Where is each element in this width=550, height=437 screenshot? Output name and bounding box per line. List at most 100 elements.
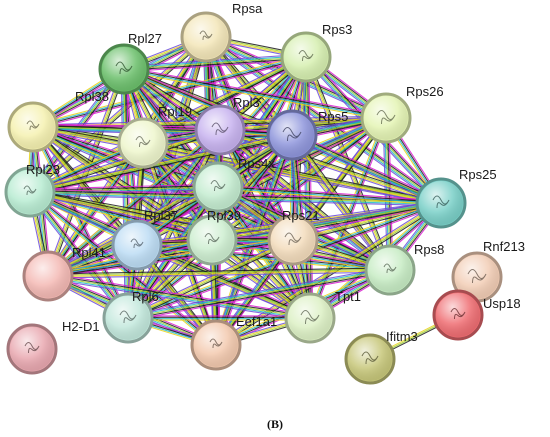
node-Rpl37[interactable]: Rpl37 bbox=[111, 208, 178, 271]
node-Rps4x[interactable]: Rps4x bbox=[192, 156, 275, 213]
protein-structure-icon-Rpl37 bbox=[130, 238, 144, 249]
node-Rps26[interactable]: Rps26 bbox=[360, 84, 444, 144]
node-label-Usp18: Usp18 bbox=[483, 296, 521, 311]
edge-Rpl23-Eef1a1-3 bbox=[28, 193, 216, 348]
edge-Rpl27-Rps8-4 bbox=[121, 70, 389, 273]
edge-Rps3-Rps8-3 bbox=[303, 57, 389, 271]
edge-Rpl23-Rpl6-1 bbox=[30, 190, 130, 318]
node-label-Rps26: Rps26 bbox=[406, 84, 444, 99]
edge-Rps5-Rps25-4 bbox=[290, 137, 441, 207]
edge-Rps21-Rpl6-2 bbox=[127, 238, 293, 318]
node-gloss-Rps21 bbox=[271, 218, 315, 262]
node-Rpl41[interactable]: Rpl41 bbox=[22, 245, 106, 302]
protein-structure-icon-Rps4x bbox=[210, 180, 226, 192]
node-gloss-Rpl3 bbox=[198, 108, 242, 152]
node-gloss-Rps25 bbox=[419, 181, 463, 225]
edge-Rpl3-Rps25-2 bbox=[219, 130, 441, 205]
edge-Rpl27-Rps26-0 bbox=[124, 66, 387, 117]
edge-Rpl41-Tpt1-4 bbox=[47, 278, 310, 322]
edge-Rpl27-Rps26-1 bbox=[124, 67, 387, 118]
node-Rps3[interactable]: Rps3 bbox=[280, 22, 352, 83]
node-label-Rps25: Rps25 bbox=[459, 167, 497, 182]
edge-Rpl38-Rpl37-0 bbox=[34, 125, 139, 244]
node-Ifitm3[interactable]: Ifitm3 bbox=[344, 329, 418, 385]
edge-Rps5-Rpl41-1 bbox=[48, 135, 293, 278]
node-gloss-Tpt1 bbox=[288, 296, 332, 340]
protein-structure-icon-H2-D1 bbox=[24, 342, 40, 354]
node-gloss-Ifitm3 bbox=[348, 337, 392, 381]
node-Rpl27[interactable]: Rpl27 bbox=[98, 31, 162, 95]
edge-Rps3-Rpl27-2 bbox=[123, 56, 307, 70]
edge-Rpl27-Rps26-3 bbox=[123, 70, 386, 121]
edge-Rps5-Rpl23-0 bbox=[30, 136, 293, 195]
node-Rpl38[interactable]: Rpl38 bbox=[7, 89, 109, 153]
node-Rpl6[interactable]: Rpl6 bbox=[102, 289, 159, 344]
edge-Rps4x-Rps25-3 bbox=[217, 188, 441, 206]
node-Rps8[interactable]: Rps8 bbox=[364, 242, 444, 296]
protein-structure-icon-Rpl39 bbox=[204, 233, 220, 245]
edge-Rps3-Rpl27-1 bbox=[124, 57, 307, 71]
edge-Rpl3-Rps25-3 bbox=[219, 131, 441, 206]
edge-Rpl38-Rps21-0 bbox=[33, 123, 295, 238]
edge-Rps5-Rpl41-2 bbox=[47, 133, 292, 276]
node-gloss-Rpl41 bbox=[26, 254, 70, 298]
node-Rpl3[interactable]: Rpl3 bbox=[194, 95, 260, 156]
node-label-Rpl39: Rpl39 bbox=[207, 208, 241, 223]
node-Eef1a1[interactable]: Eef1a1 bbox=[190, 314, 277, 371]
edge-Rps5-Rpl23-2 bbox=[29, 133, 292, 192]
node-label-Rpl6: Rpl6 bbox=[132, 289, 159, 304]
node-Rnf213[interactable]: Rnf213 bbox=[451, 239, 525, 303]
edge-Rpl37-Tpt1-0 bbox=[137, 242, 312, 317]
protein-structure-icon-Rps25 bbox=[432, 195, 450, 209]
protein-structure-icon-Eef1a1 bbox=[209, 338, 223, 349]
protein-structure-icon-Rnf213 bbox=[467, 269, 487, 284]
edge-Rpl3-Rpl23-1 bbox=[30, 130, 221, 194]
edge-Rpsa-Rps25-3 bbox=[204, 37, 441, 205]
edge-Rpl38-Rps21-2 bbox=[32, 126, 294, 241]
edge-Rpl23-Rpl6-2 bbox=[29, 191, 129, 319]
edge-Rps3-Rpl38-1 bbox=[33, 57, 307, 129]
node-Rpl19[interactable]: Rpl19 bbox=[117, 104, 192, 169]
protein-structure-icon-Rps21 bbox=[284, 232, 302, 246]
node-label-Rpl38: Rpl38 bbox=[75, 89, 109, 104]
edge-Rps3-Tpt1-1 bbox=[306, 56, 312, 318]
node-Tpt1[interactable]: Tpt1 bbox=[284, 289, 361, 344]
node-Rps5[interactable]: Rps5 bbox=[266, 109, 348, 161]
protein-structure-icon-Ifitm3 bbox=[361, 351, 379, 365]
node-Rps25[interactable]: Rps25 bbox=[415, 167, 497, 229]
edge-Rpl41-Tpt1-3 bbox=[47, 276, 310, 320]
edge-Rpl27-Rpl23-0 bbox=[31, 70, 127, 195]
edge-Rpl41-Rps8-0 bbox=[47, 267, 390, 275]
node-Usp18[interactable]: Usp18 bbox=[432, 289, 521, 341]
node-label-Ifitm3: Ifitm3 bbox=[386, 329, 418, 344]
edge-Rpl27-Rpl41-0 bbox=[49, 69, 127, 277]
node-Rpsa[interactable]: Rpsa bbox=[180, 1, 263, 63]
edge-Rpl27-Rps26-2 bbox=[123, 69, 386, 120]
node-label-Rpl27: Rpl27 bbox=[128, 31, 162, 46]
protein-structure-icon-Rpsa bbox=[199, 30, 213, 41]
node-Rps21[interactable]: Rps21 bbox=[267, 208, 320, 266]
node-Rpl39[interactable]: Rpl39 bbox=[186, 208, 241, 266]
node-label-Rpl3: Rpl3 bbox=[233, 95, 260, 110]
edge-Rps3-Rpl38-0 bbox=[33, 58, 307, 130]
edge-Rps8-Rpl6-0 bbox=[128, 272, 391, 322]
edge-Rps25-Eef1a1-0 bbox=[216, 204, 443, 348]
node-Rpl23[interactable]: Rpl23 bbox=[4, 162, 60, 218]
protein-structure-icon-Rpl23 bbox=[23, 185, 37, 196]
edge-Rpsa-Rpl23-1 bbox=[30, 37, 207, 193]
edge-Rps4x-Rpl6-1 bbox=[128, 187, 220, 320]
edge-Rps21-Rpl6-0 bbox=[128, 241, 295, 321]
node-H2-D1[interactable]: H2-D1 bbox=[6, 319, 100, 375]
protein-structure-icon-Rps26 bbox=[376, 110, 396, 125]
node-gloss-Rnf213 bbox=[455, 255, 499, 299]
edge-Rpl41-Tpt1-0 bbox=[48, 272, 311, 316]
edge-Rpl19-Rpl41-2 bbox=[46, 142, 143, 276]
node-label-Rpl37: Rpl37 bbox=[144, 208, 178, 223]
edge-Rps21-Rpl41-3 bbox=[47, 237, 293, 275]
node-label-Rpl23: Rpl23 bbox=[26, 162, 60, 177]
edge-Rpl38-Rps21-1 bbox=[33, 125, 294, 240]
edge-Rps21-Rpl41-2 bbox=[47, 238, 293, 276]
node-label-Rps8: Rps8 bbox=[414, 242, 444, 257]
node-label-H2-D1: H2-D1 bbox=[62, 319, 100, 334]
